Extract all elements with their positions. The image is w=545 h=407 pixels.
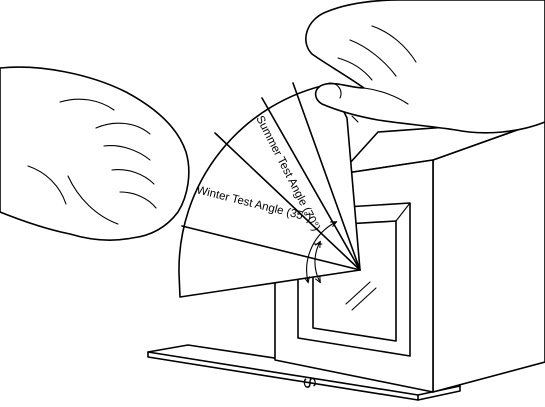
compass-direction-label: S bbox=[299, 375, 320, 389]
base-board bbox=[147, 344, 461, 401]
right-hand bbox=[305, 0, 545, 134]
left-hand bbox=[0, 66, 190, 241]
